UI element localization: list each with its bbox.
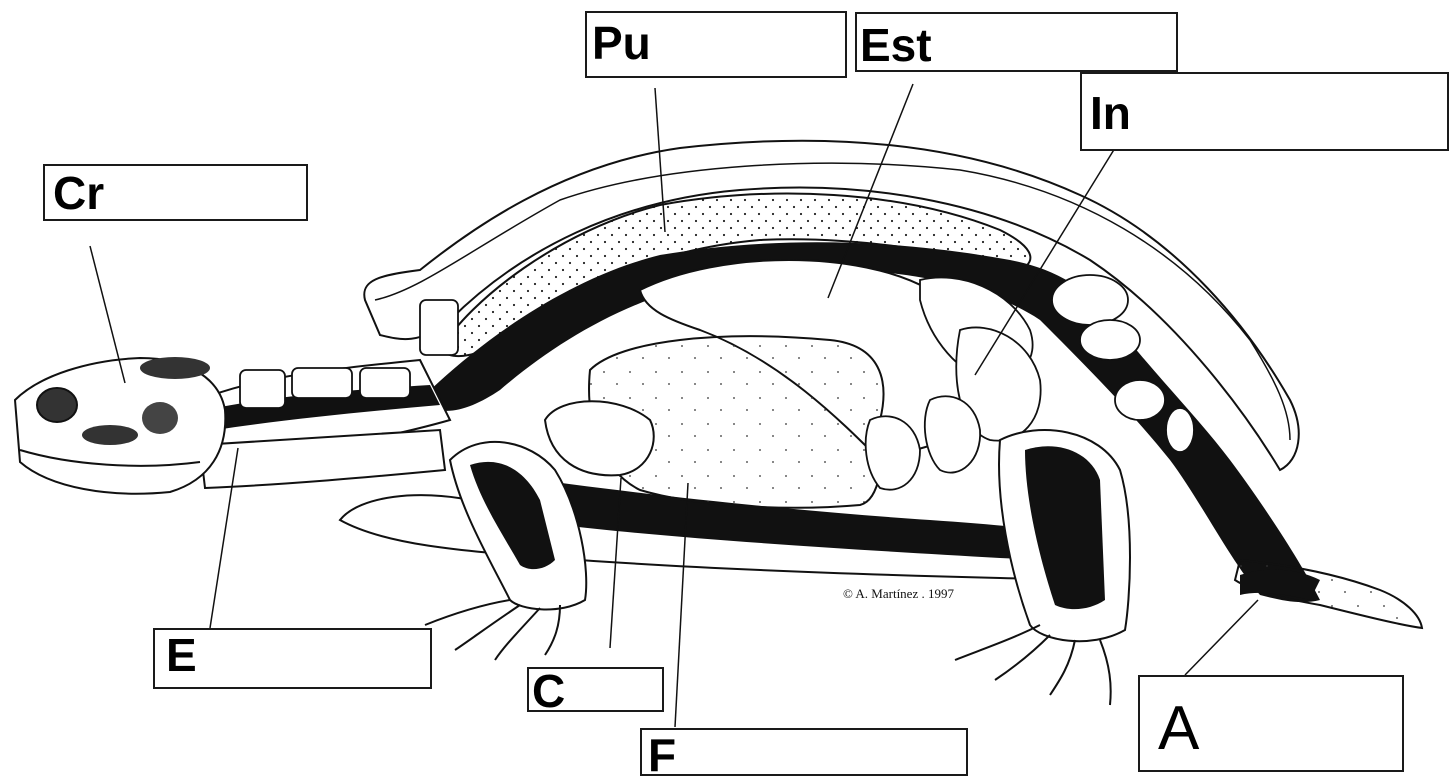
- label-in: In: [1090, 90, 1131, 136]
- label-c: C: [532, 668, 565, 714]
- label-cr: Cr: [53, 170, 104, 216]
- skull-dark-patch: [140, 357, 210, 379]
- front-claws: [425, 600, 560, 660]
- label-e: E: [166, 632, 197, 678]
- label-box-f[interactable]: [640, 728, 968, 776]
- eye-orbit: [37, 388, 77, 422]
- skull-orbit-2: [142, 402, 178, 434]
- label-box-in[interactable]: [1080, 72, 1449, 151]
- copyright-notice: © A. Martínez . 1997: [843, 586, 954, 602]
- heart: [545, 401, 654, 475]
- mouth-cavity: [82, 425, 138, 445]
- label-est: Est: [860, 22, 932, 68]
- label-pu: Pu: [592, 20, 651, 66]
- label-f: F: [648, 732, 676, 778]
- label-a: A: [1158, 698, 1199, 760]
